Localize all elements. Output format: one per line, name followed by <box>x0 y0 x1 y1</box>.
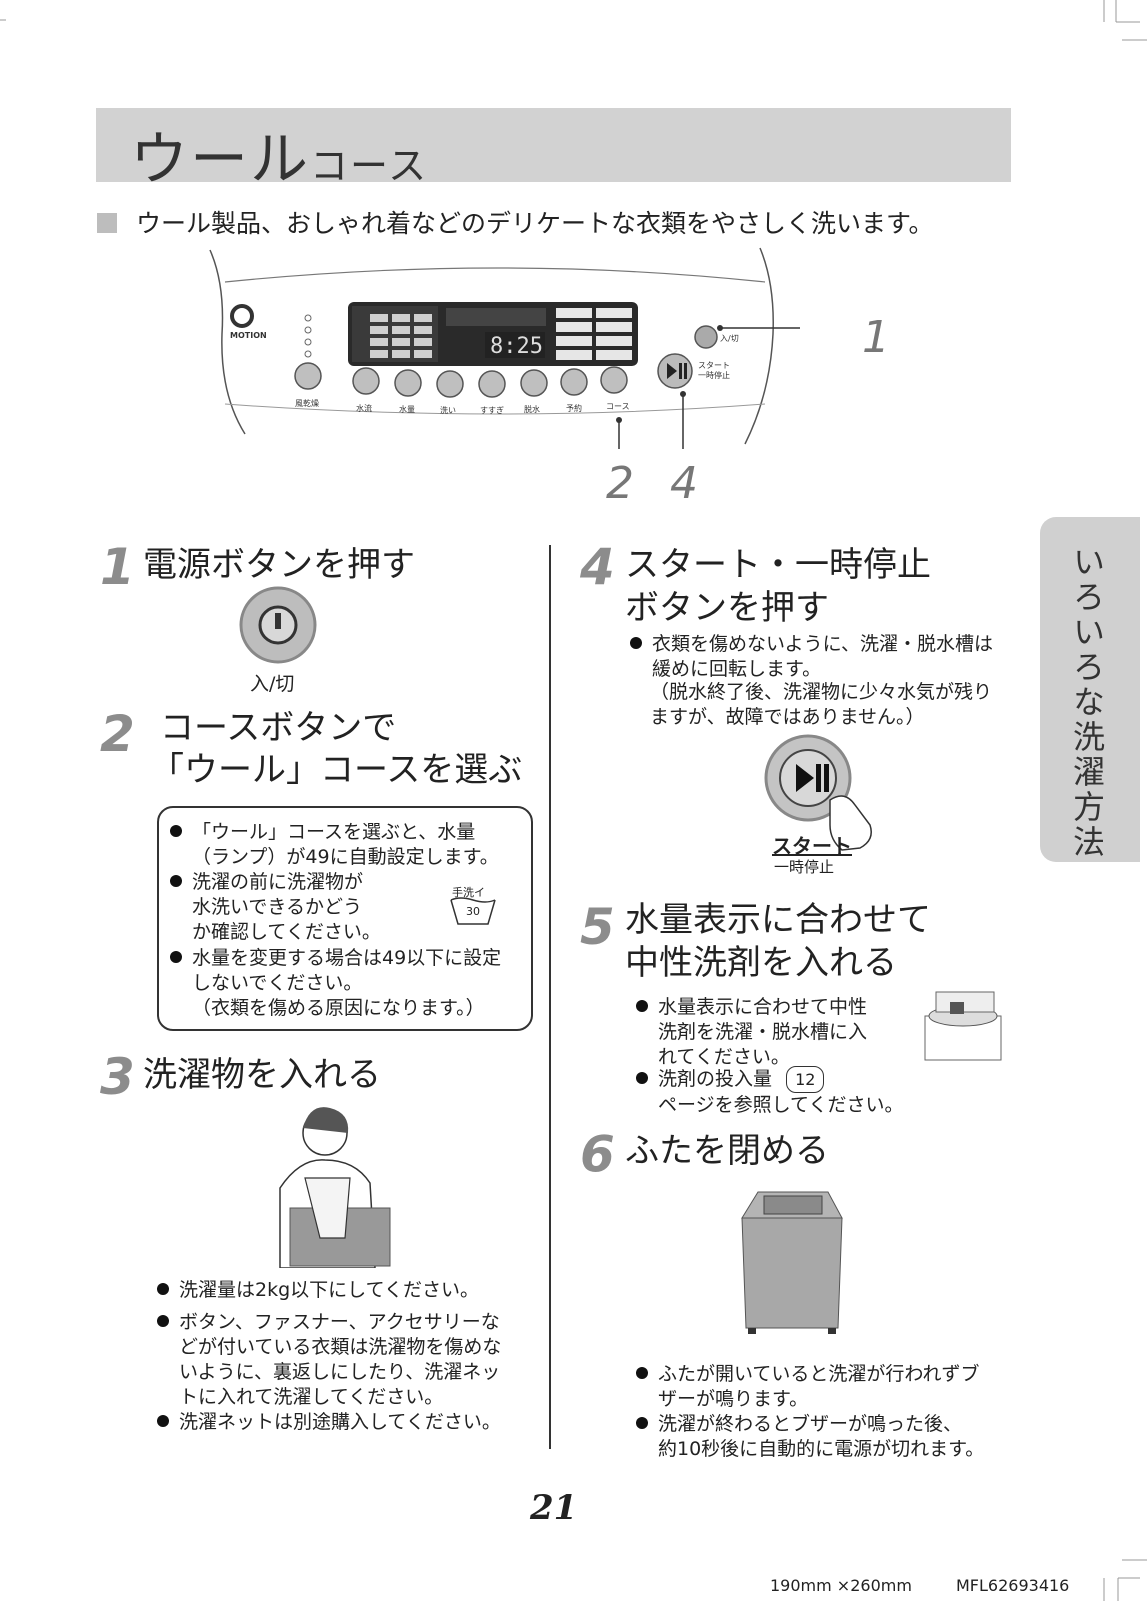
step-4-number: 4 <box>580 538 615 596</box>
svg-text:脱水: 脱水 <box>524 404 540 414</box>
step-2-note-1: 「ウール」コースを選ぶと、水量 （ランプ）が49に自動設定します。 <box>170 820 499 870</box>
callout-1: 1 <box>862 312 890 363</box>
svg-text:風乾燥: 風乾燥 <box>295 398 319 408</box>
callout-2: 2 <box>606 458 634 509</box>
svg-text:スタート: スタート <box>698 361 730 370</box>
step-1-number: 1 <box>100 538 135 596</box>
step-3-note-2: ボタン、ファスナー、アクセサリーな どが付いている衣類は洗濯物を傷めな いように… <box>157 1310 501 1410</box>
svg-text:一時停止: 一時停止 <box>698 370 730 380</box>
power-button-illustration <box>239 586 317 664</box>
step-2-note-3: 水量を変更する場合は49以下に設定 しないでください。 （衣類を傷める原因になり… <box>170 946 501 1021</box>
loading-laundry-illustration <box>279 1107 391 1268</box>
svg-text:入/切: 入/切 <box>720 334 739 343</box>
step-3-note-1: 洗濯量は2kg以下にしてください。 <box>157 1278 479 1303</box>
step-2-number: 2 <box>100 705 135 763</box>
step-6-note-2: 洗濯が終わるとブザーが鳴った後、 約10秒後に自動的に電源が切れます。 <box>636 1412 984 1462</box>
step-4-title-line1: スタート・一時停止 <box>625 545 931 585</box>
svg-text:コース: コース <box>606 402 630 411</box>
step-6-number: 6 <box>580 1125 615 1183</box>
step-4-title-line2: ボタンを押す <box>625 588 829 628</box>
svg-text:水流: 水流 <box>356 403 372 413</box>
step-4-paren-note: （脱水終了後、洗濯物に少々水気が残り ますが、故障ではありません。） <box>650 681 993 728</box>
step-5-title-line2: 中性洗剤を入れる <box>625 943 897 983</box>
callout-4: 4 <box>670 458 698 509</box>
svg-text:洗い: 洗い <box>440 405 456 415</box>
power-button-label: 入/切 <box>250 673 295 695</box>
svg-text:すすぎ: すすぎ <box>480 405 504 415</box>
svg-text:水量: 水量 <box>399 404 415 414</box>
intro-marker <box>97 213 117 233</box>
title-bar <box>96 108 1011 182</box>
start-button-label: スタート <box>772 834 852 858</box>
step-5-note-1: 水量表示に合わせて中性 洗剤を洗濯・脱水槽に入 れてください。 <box>636 995 867 1070</box>
step-6-note-1: ふたが開いていると洗濯が行われずブ ザーが鳴ります。 <box>636 1362 979 1412</box>
step-2-title-line2: 「ウール」コースを選ぶ <box>150 750 523 790</box>
svg-text:8:25: 8:25 <box>490 334 543 359</box>
start-pause-button-illustration <box>764 734 872 851</box>
page-title: ウールコース <box>130 125 429 193</box>
step-3-title: 洗濯物を入れる <box>143 1055 381 1095</box>
step-2-note-2: 洗濯の前に洗濯物が 水洗いできるかどう か確認してください。 <box>170 870 381 945</box>
intro-text: ウール製品、おしゃれ着などのデリケートな衣類をやさしく洗います。 <box>136 209 934 238</box>
section-side-tab-label: いろいろな洗濯方法 <box>1068 545 1106 860</box>
page-ref-badge: 12 <box>786 1066 825 1093</box>
step-5-note-2: 洗剤の投入量 12 ページを参照してください。 <box>636 1066 903 1118</box>
svg-text:MOTION: MOTION <box>230 331 267 340</box>
detergent-washer-illustration <box>924 991 1002 1061</box>
footer-code: MFL62693416 <box>956 1576 1070 1595</box>
hand-wash-care-icon: 手洗イ 30 <box>448 886 498 928</box>
column-divider <box>549 545 551 1449</box>
svg-text:予約: 予約 <box>566 403 582 413</box>
step-5-title-line1: 水量表示に合わせて <box>625 900 931 940</box>
step-6-title: ふたを閉める <box>625 1131 829 1171</box>
step-3-number: 3 <box>100 1048 135 1106</box>
page-number: 21 <box>530 1488 578 1528</box>
section-side-tab <box>1040 517 1140 862</box>
step-3-note-3: 洗濯ネットは別途購入してください。 <box>157 1410 501 1435</box>
start-button-sublabel: 一時停止 <box>774 858 835 876</box>
closed-washer-illustration <box>741 1191 843 1334</box>
footer-size: 190mm ×260mm <box>770 1576 912 1595</box>
step-4-note-1: 衣類を傷めないように、洗濯・脱水槽は 緩めに回転します。 <box>630 632 993 682</box>
step-2-title-line1: コースボタンで <box>160 708 397 748</box>
control-panel-illustration: 8:25 MOTION 風乾燥 水流 水量 洗い すすぎ 脱水 <box>200 244 852 452</box>
step-5-number: 5 <box>580 898 615 956</box>
step-2-note-box <box>157 806 533 1031</box>
step-1-title: 電源ボタンを押す <box>143 545 415 585</box>
